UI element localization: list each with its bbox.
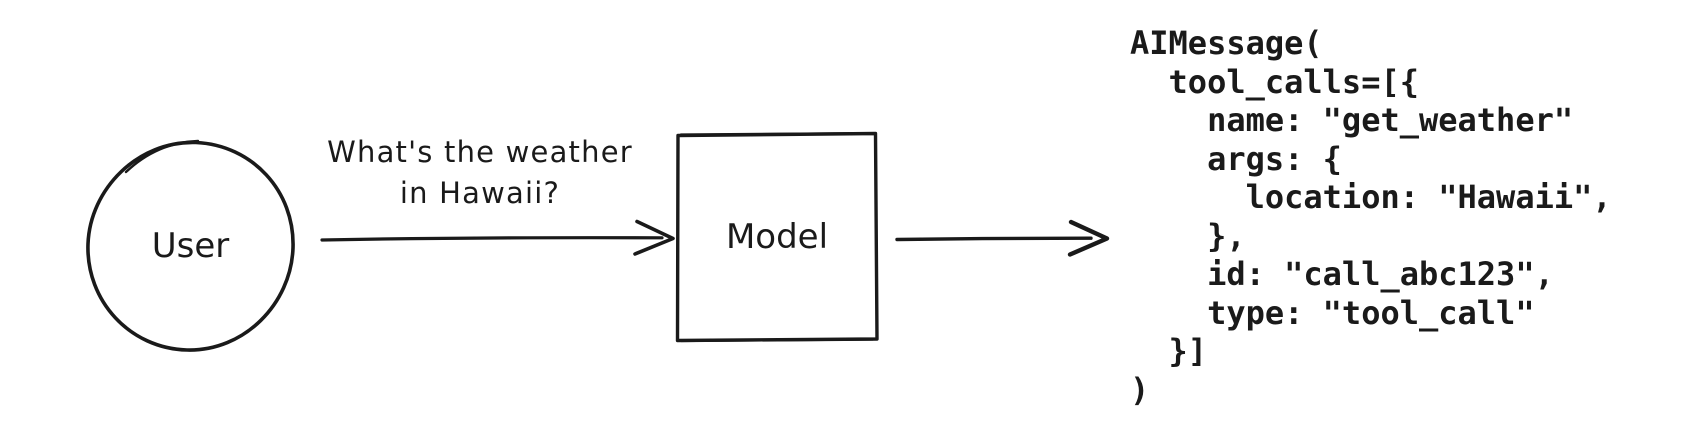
user-circle-outline: [86, 140, 295, 352]
edge-user-to-model: [320, 219, 675, 256]
user-circle-sketch-overlap: [124, 139, 200, 174]
arrowhead-icon: [1067, 219, 1110, 257]
edge-question-label-line1: What's the weather: [327, 135, 633, 169]
model-box-sketch-bottom: [679, 338, 875, 343]
edge-model-to-output: [895, 219, 1110, 257]
edge-question-label-line2: in Hawaii?: [399, 176, 561, 210]
model-box-sketch-top: [679, 132, 874, 136]
arrow-shaft: [320, 236, 664, 242]
model-node-label: Model: [725, 217, 829, 257]
arrowhead-icon: [633, 219, 675, 256]
user-node-shape: [86, 139, 295, 352]
model-node-shape: [675, 131, 879, 343]
arrow-shaft: [895, 236, 1093, 242]
ai-message-code-block: AIMessage( tool_calls=[{ name: "get_weat…: [1130, 24, 1612, 409]
user-node-label: User: [151, 226, 230, 266]
edge-question-label: What's the weather in Hawaii?: [314, 132, 646, 214]
